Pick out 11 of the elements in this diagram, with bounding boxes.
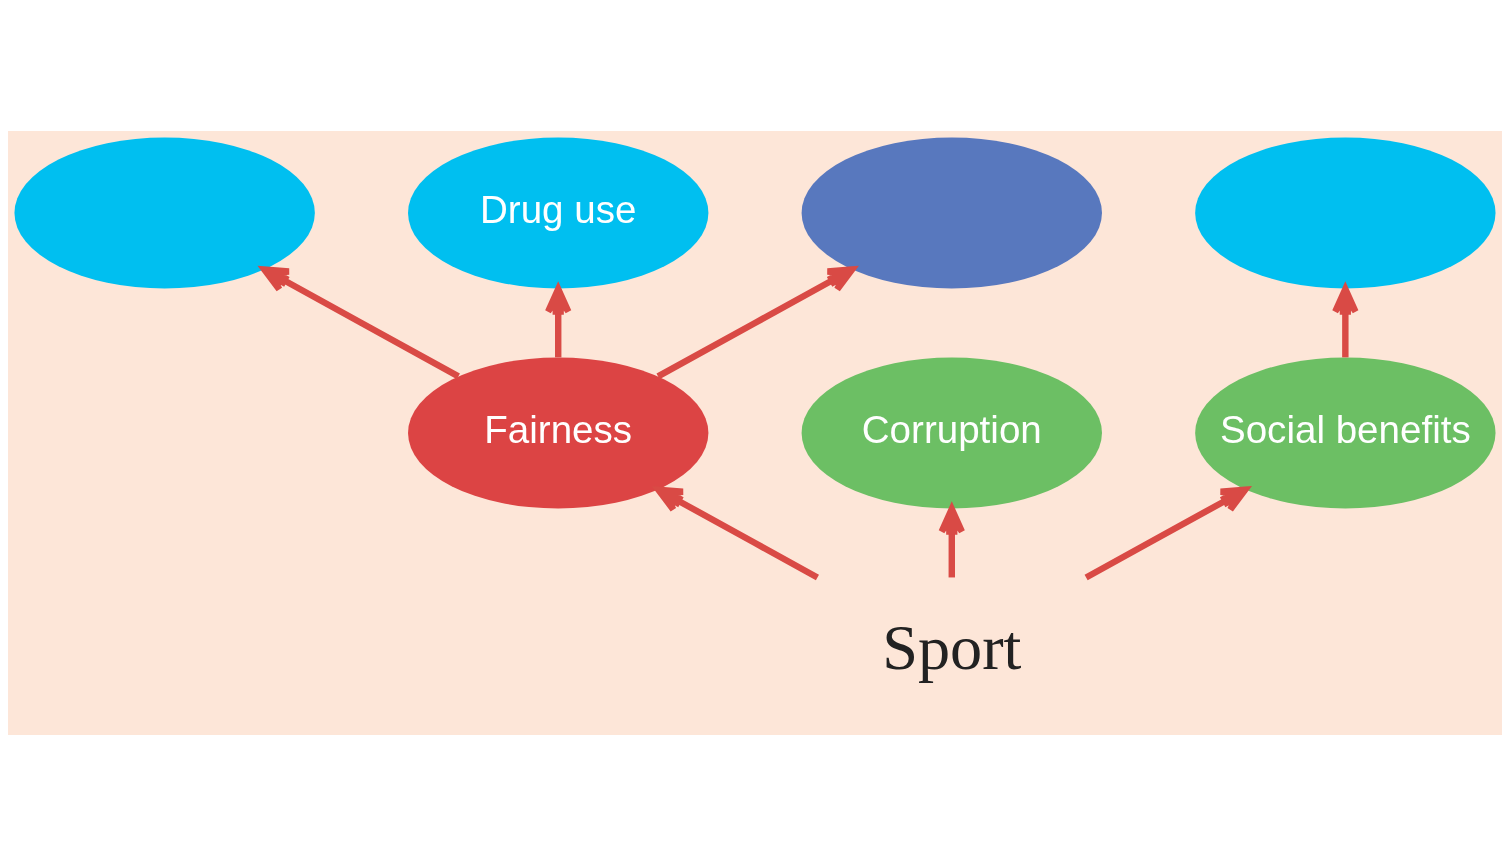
node-ellipse: Fairness	[408, 357, 709, 508]
node-ellipse	[1195, 136, 1496, 288]
node-text: Sport	[882, 611, 1022, 683]
arrow	[655, 486, 819, 580]
node-ellipse: Social benefits	[1195, 357, 1496, 508]
node-ellipse	[801, 136, 1102, 288]
arrow	[1084, 486, 1249, 580]
arrow	[656, 265, 856, 379]
node-ellipse: Corruption	[801, 357, 1102, 508]
node-ellipse: Drug use	[408, 136, 709, 288]
node-ellipse	[14, 136, 315, 288]
